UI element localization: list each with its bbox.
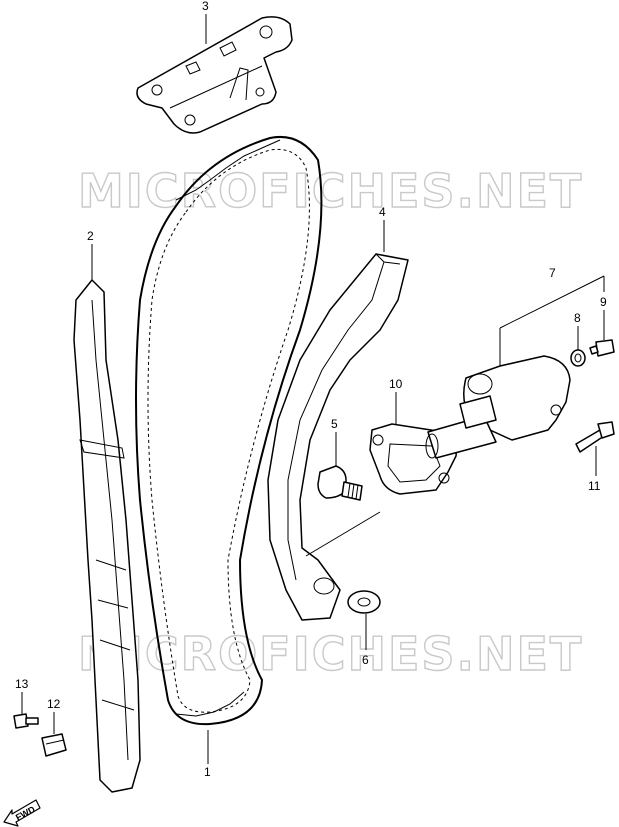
leader-lines [21,14,605,764]
callout-13: 13 [15,677,29,691]
part-3-chain-guide-top [136,16,293,134]
part-8-o-ring [570,349,586,367]
part-6-washer [347,590,381,614]
part-12-spacer [41,733,67,757]
part-13-screw [13,713,39,729]
part-2-chain-guide-left [73,279,141,793]
callout-1: 1 [204,765,211,779]
part-4-tensioner-guide [267,253,409,621]
part-9-plug [589,339,615,357]
callout-3: 3 [202,0,209,13]
fwd-arrow-icon: FWD [3,799,41,827]
watermark-bottom: MICROFICHES.NET [78,627,583,681]
part-5-bolt [317,465,363,501]
part-1-cam-chain [135,136,323,726]
callout-5: 5 [331,417,338,431]
callout-2: 2 [87,229,94,243]
callout-9: 9 [600,295,607,309]
part-7-tensioner-adjuster [425,355,571,459]
watermark-top: MICROFICHES.NET [78,164,583,218]
callout-10: 10 [389,377,403,391]
callout-12: 12 [47,697,61,711]
part-11-bolt [575,421,615,453]
callout-8: 8 [574,311,581,325]
callout-6: 6 [362,653,369,667]
callout-4: 4 [379,205,386,219]
callout-7: 7 [549,266,556,280]
callout-11: 11 [588,479,601,493]
